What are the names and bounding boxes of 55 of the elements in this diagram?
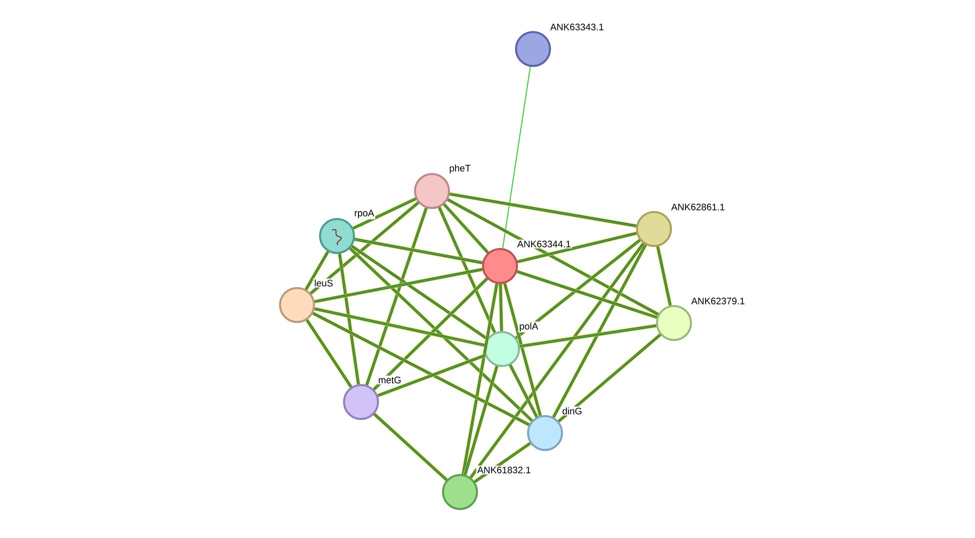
- interaction-line: [502, 66, 531, 249]
- protein-node: [484, 331, 520, 367]
- protein-node: [442, 474, 478, 510]
- interaction-line: [372, 277, 488, 391]
- interaction-line: [305, 319, 353, 388]
- interaction-line: [312, 312, 530, 426]
- node-label: ANK62379.1: [690, 296, 746, 306]
- node-label: ANK63343.1: [549, 22, 605, 32]
- interaction-line: [461, 283, 499, 475]
- node-label: dinG: [561, 406, 584, 416]
- interaction-line: [519, 324, 657, 348]
- interaction-line: [463, 366, 499, 476]
- node-label: pheT: [448, 164, 472, 174]
- protein-node: [343, 384, 379, 420]
- interaction-line: [373, 412, 448, 482]
- interaction-line: [552, 244, 648, 418]
- interaction-line: [656, 246, 672, 306]
- interaction-line: [515, 238, 641, 340]
- interaction-line: [352, 197, 417, 230]
- node-label: polA: [518, 322, 540, 332]
- interaction-line: [354, 237, 483, 264]
- interaction-line: [449, 192, 637, 228]
- interaction-line: [338, 253, 360, 385]
- protein-node: [414, 173, 450, 209]
- interaction-line: [508, 364, 538, 418]
- interaction-line: [517, 231, 637, 264]
- interaction-line: [314, 268, 483, 304]
- interaction-line: [348, 247, 534, 422]
- interaction-line: [438, 206, 496, 334]
- interaction-line: [304, 250, 330, 290]
- node-label: ANK63344.1: [516, 240, 572, 248]
- protein-node: [636, 211, 672, 247]
- interaction-line: [314, 307, 485, 347]
- interaction-line: [498, 284, 504, 332]
- node-label: rpoA: [353, 208, 376, 220]
- protein-node: [515, 31, 551, 67]
- protein-node: [527, 415, 563, 451]
- node-label: metG: [377, 376, 402, 384]
- node-label: ANK62861.1: [670, 202, 726, 212]
- node-label: leuS: [313, 278, 334, 288]
- interaction-line: [558, 333, 662, 423]
- protein-node: [279, 287, 315, 323]
- interaction-line: [469, 242, 645, 479]
- interaction-line: [365, 207, 428, 386]
- protein-node: [656, 305, 692, 341]
- protein-node: [319, 218, 355, 254]
- protein-node: [482, 248, 518, 284]
- interaction-line: [442, 203, 490, 254]
- interaction-line: [350, 244, 488, 340]
- interaction-line: [310, 201, 420, 295]
- interaction-line: [516, 270, 658, 320]
- node-label: ANK61832.1: [476, 466, 532, 474]
- interaction-line: [502, 282, 542, 416]
- interaction-line: [377, 354, 486, 398]
- interaction-line: [446, 198, 660, 316]
